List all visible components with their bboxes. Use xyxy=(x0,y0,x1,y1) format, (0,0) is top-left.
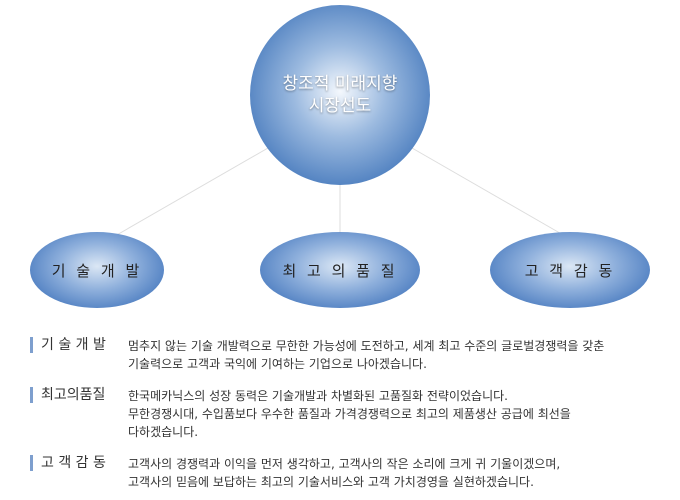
row-label: 기 술 개 발 xyxy=(30,337,106,353)
row-text: 한국메카닉스의 성장 동력은 기술개발과 차별화된 고품질화 전략이었습니다. xyxy=(128,389,508,403)
row-text: 고객사의 경쟁력과 이익을 먼저 생각하고, 고객사의 작은 소리에 크게 귀 … xyxy=(128,457,561,471)
row-text: 고객사의 믿음에 보답하는 최고의 기술서비스와 고객 가치경영을 실현하겠습니… xyxy=(128,475,534,489)
center-line-2: 시장선도 xyxy=(308,96,372,116)
node-label: 최 고 의 품 질 xyxy=(282,261,398,280)
connector-lines xyxy=(114,147,566,237)
row-label: 최고의품질 xyxy=(30,387,105,403)
row-label: 고 객 감 동 xyxy=(30,455,106,471)
node-customer: 고 객 감 동 xyxy=(490,232,650,308)
node-quality: 최 고 의 품 질 xyxy=(260,232,420,308)
row-text: 멈추지 않는 기술 개발력으로 무한한 가능성에 도전하고, 세계 최고 수준의… xyxy=(128,339,605,353)
node-label: 기 술 개 발 xyxy=(51,261,143,280)
row-text: 다하겠습니다. xyxy=(128,425,199,439)
center-line-1: 창조적 미래지향 xyxy=(282,74,398,94)
row-text: 무한경쟁시대, 수입품보다 우수한 품질과 가격경쟁력으로 최고의 제품생산 공… xyxy=(128,407,571,421)
node-label: 고 객 감 동 xyxy=(524,261,616,280)
node-tech-dev: 기 술 개 발 xyxy=(30,232,164,308)
row-text: 기술력으로 고객과 국익에 기여하는 기업으로 나아겠습니다. xyxy=(128,357,427,371)
